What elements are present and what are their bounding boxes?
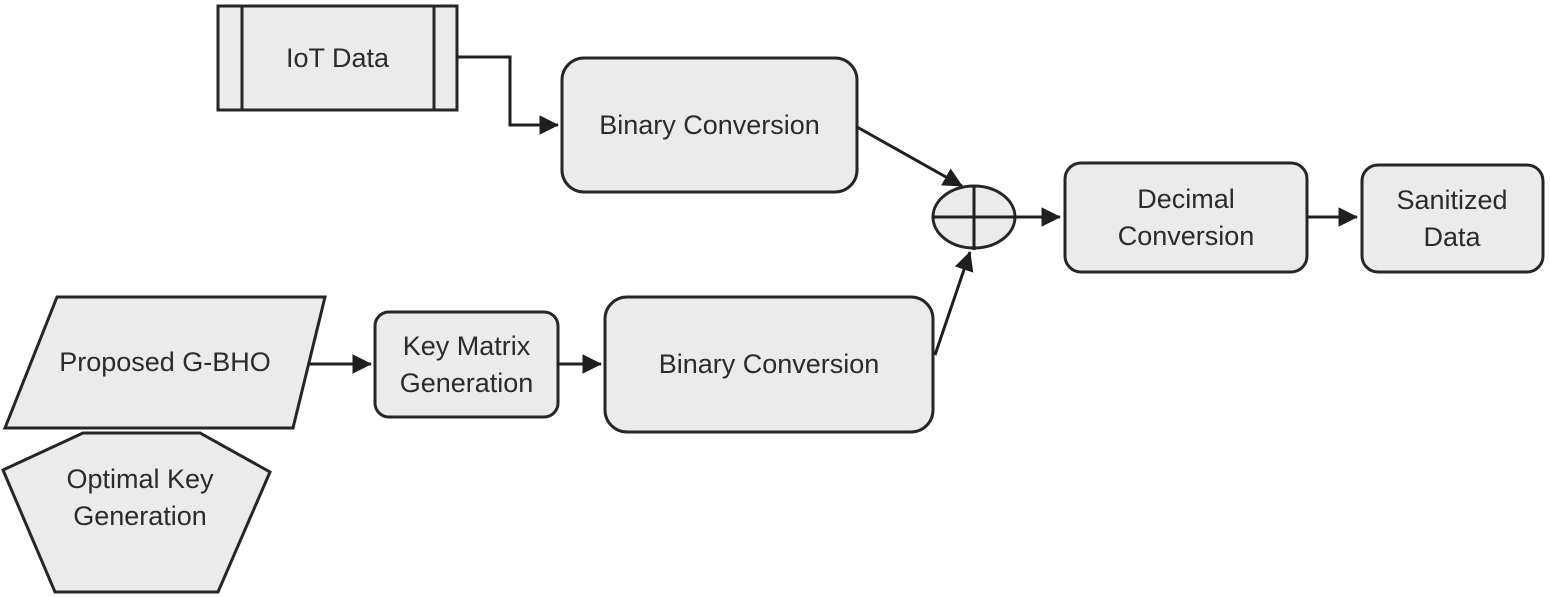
edge-binary-top-to-xor — [856, 125, 963, 188]
node-binary-conversion-top — [560, 56, 859, 194]
node-key-matrix-generation — [373, 310, 560, 419]
node-sanitized-data — [1360, 163, 1545, 274]
node-proposed-gbho — [2, 295, 327, 430]
node-iot-data — [216, 4, 459, 112]
edge-iot-to-binary-top — [457, 55, 559, 135]
node-decimal-conversion — [1063, 161, 1309, 274]
edge-binary-bottom-to-xor — [933, 251, 974, 356]
node-optimal-key-generation — [1, 431, 272, 594]
node-binary-conversion-bottom — [603, 295, 935, 434]
